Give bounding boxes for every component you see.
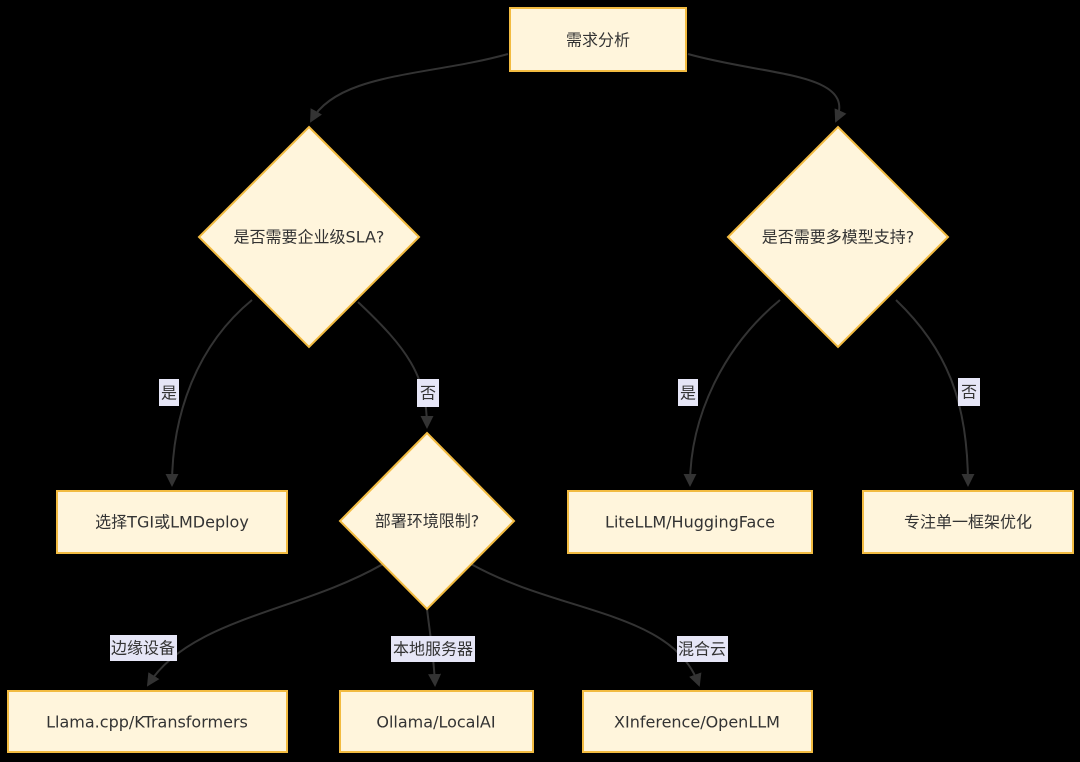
node-xinference-shape xyxy=(582,690,813,753)
edge-sla-no-to-env xyxy=(357,301,434,429)
edge-label-bg xyxy=(417,379,439,407)
edge-label-text: 否 xyxy=(961,383,977,402)
edge-label-text: 是 xyxy=(161,384,177,403)
node-tgi-label: 选择TGI或LMDeploy xyxy=(95,513,249,532)
node-single-framework-shape xyxy=(862,490,1074,554)
node-litellm-label: LiteLLM/HuggingFace xyxy=(605,513,775,532)
edge-label-group: 是 否 是 否 边缘设备 本地服务器 混合云 xyxy=(110,378,980,662)
edge-label-bg xyxy=(110,635,177,661)
edge-label-bg xyxy=(159,379,179,406)
edge-multi-no-to-single xyxy=(895,299,975,487)
node-litellm-shape xyxy=(567,490,813,554)
node-root: 需求分析 xyxy=(509,7,687,72)
edge-label-hybrid-cloud: 混合云 xyxy=(677,636,728,662)
node-xinference-label: XInference/OpenLLM xyxy=(614,713,780,732)
edge-label-bg xyxy=(677,636,728,662)
node-env-label: 部署环境限制? xyxy=(375,512,480,531)
node-sla-shape xyxy=(197,125,421,349)
node-group: 需求分析 是否需要企业级SLA? 是否需要多模型支持? 选择TGI或LMDepl… xyxy=(7,7,1074,753)
edge-sla-yes-to-tgi xyxy=(165,299,253,487)
edge-env-edge-device-to-llamacpp xyxy=(146,563,384,687)
node-llamacpp-label: Llama.cpp/KTransformers xyxy=(46,713,248,732)
node-sla-label: 是否需要企业级SLA? xyxy=(234,228,385,247)
edge-root-to-multi xyxy=(687,53,847,123)
edge-label-sla-yes: 是 xyxy=(159,379,179,406)
edge-label-bg xyxy=(678,379,698,406)
edge-label-text: 否 xyxy=(420,384,436,403)
edge-label-sla-no: 否 xyxy=(417,379,439,407)
node-tgi: 选择TGI或LMDeploy xyxy=(56,490,288,554)
node-llamacpp: Llama.cpp/KTransformers xyxy=(7,690,288,753)
edge-label-bg xyxy=(391,636,475,662)
edge-label-text: 是 xyxy=(680,384,696,403)
edge-label-multi-no: 否 xyxy=(958,378,980,406)
edge-label-edge-device: 边缘设备 xyxy=(110,635,177,661)
node-env-shape xyxy=(338,431,516,611)
node-ollama: Ollama/LocalAI xyxy=(339,690,534,753)
edge-env-hybrid-cloud-to-xinference xyxy=(470,563,702,687)
node-multi-decision: 是否需要多模型支持? xyxy=(726,125,950,349)
node-env-decision: 部署环境限制? xyxy=(338,431,516,611)
node-ollama-label: Ollama/LocalAI xyxy=(376,713,495,732)
node-root-shape xyxy=(509,7,687,72)
edge-label-local-server: 本地服务器 xyxy=(391,636,475,662)
edge-label-text: 混合云 xyxy=(678,640,726,659)
node-llamacpp-shape xyxy=(7,690,288,753)
node-ollama-shape xyxy=(339,690,534,753)
node-tgi-shape xyxy=(56,490,288,554)
node-single-framework: 专注单一框架优化 xyxy=(862,490,1074,554)
node-multi-label: 是否需要多模型支持? xyxy=(762,228,915,247)
edge-multi-yes-to-litellm xyxy=(683,299,781,487)
edge-label-multi-yes: 是 xyxy=(678,379,698,406)
node-single-framework-label: 专注单一框架优化 xyxy=(904,513,1032,532)
node-multi-shape xyxy=(726,125,950,349)
node-sla-decision: 是否需要企业级SLA? xyxy=(197,125,421,349)
edge-label-bg xyxy=(958,378,980,406)
edge-root-to-sla xyxy=(310,53,509,123)
node-root-label: 需求分析 xyxy=(566,31,630,50)
node-xinference: XInference/OpenLLM xyxy=(582,690,813,753)
edge-label-text: 边缘设备 xyxy=(111,639,175,658)
node-litellm: LiteLLM/HuggingFace xyxy=(567,490,813,554)
edge-label-text: 本地服务器 xyxy=(393,640,473,659)
